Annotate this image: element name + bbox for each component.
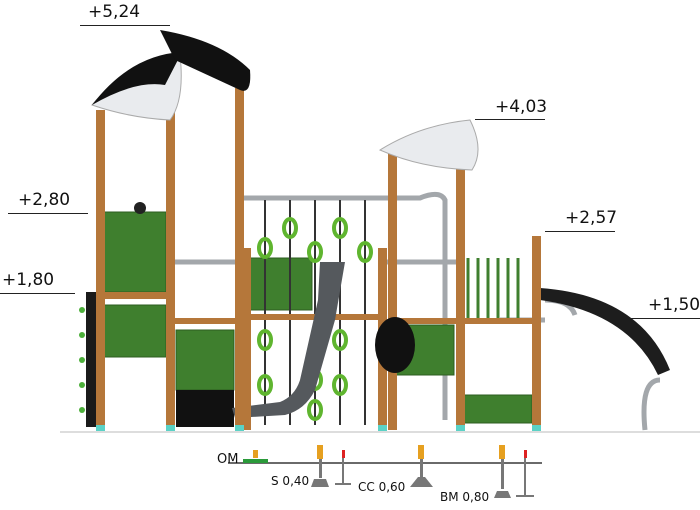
climbing-holds bbox=[79, 307, 85, 413]
height-label-524: +5,24 bbox=[88, 2, 141, 22]
right-roof-canopy bbox=[378, 119, 479, 171]
dark-panel bbox=[176, 390, 234, 427]
top-roof bbox=[160, 30, 251, 91]
telescope bbox=[134, 202, 146, 214]
green-rings bbox=[257, 217, 373, 421]
height-label-280: +2,80 bbox=[18, 190, 71, 210]
height-label-257: +2,57 bbox=[565, 208, 618, 228]
green-panels bbox=[103, 211, 533, 424]
dimension-line bbox=[8, 213, 88, 214]
cc-foundation-icon bbox=[410, 445, 433, 487]
s-foundation-icon bbox=[311, 445, 351, 487]
spinner-disc bbox=[375, 317, 415, 373]
dimension-line bbox=[80, 25, 170, 26]
dimension-line bbox=[0, 293, 75, 294]
left-roof-black bbox=[92, 52, 182, 105]
dimension-line bbox=[545, 231, 615, 232]
foundation-s-label: S 0,40 bbox=[271, 474, 310, 488]
om-anchor-icon bbox=[243, 450, 268, 463]
dimension-line bbox=[630, 318, 700, 319]
height-label-180: +1,80 bbox=[2, 270, 55, 290]
bm-foundation-icon bbox=[494, 445, 534, 498]
bar-panel bbox=[466, 258, 520, 318]
foundation-cc-label: CC 0,60 bbox=[358, 480, 406, 494]
height-label-150: +1,50 bbox=[648, 295, 700, 315]
dimension-line bbox=[475, 119, 545, 120]
foundation-bm-label: BM 0,80 bbox=[440, 490, 490, 504]
height-label-403: +4,03 bbox=[495, 97, 548, 117]
foundation-om-label: OM bbox=[217, 452, 239, 467]
post-feet bbox=[96, 425, 541, 431]
tube-slide bbox=[540, 288, 670, 375]
slide bbox=[232, 262, 345, 418]
